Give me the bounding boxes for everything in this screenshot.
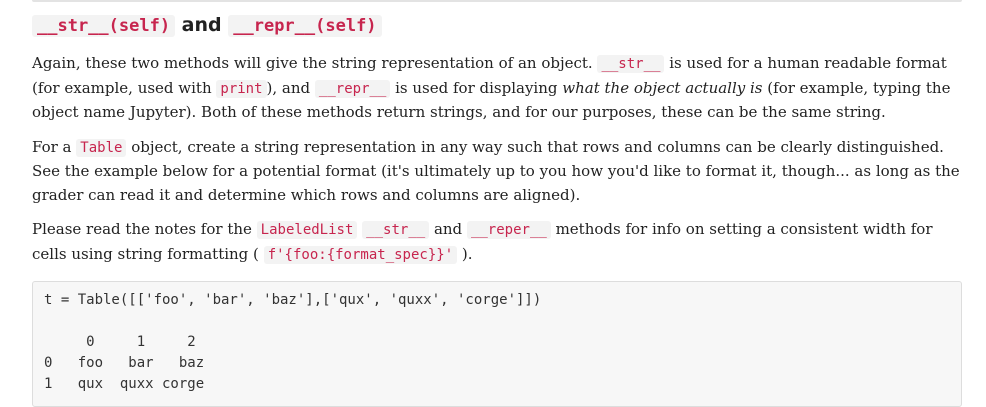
- heading-connector: and: [175, 14, 229, 36]
- inline-code-repr: __repr__: [314, 79, 391, 98]
- text: For a: [32, 137, 77, 156]
- inline-code-format-spec: f'{foo:{format_spec}}': [263, 245, 458, 264]
- paragraph-labeledlist-notes: Please read the notes for the LabeledLis…: [32, 218, 964, 267]
- inline-code-str: __str__: [362, 221, 430, 239]
- section-heading: __str__(self) and __repr__(self): [32, 10, 964, 40]
- str-method-code: __str__(self): [32, 15, 176, 37]
- paragraph-str-repr: Again, these two methods will give the s…: [32, 52, 964, 125]
- inline-code-table: Table: [76, 138, 127, 157]
- text: ), and: [266, 78, 315, 97]
- text: is used for a human readable format (for…: [32, 54, 947, 97]
- text: methods for info on setting a consistent…: [32, 220, 933, 263]
- text: Please read the notes for the: [32, 220, 257, 238]
- inline-code-print: print: [216, 79, 267, 98]
- paragraph-table-format: For a Table object, create a string repr…: [32, 136, 964, 208]
- inline-code-labeledlist: LabeledList: [256, 221, 358, 239]
- inline-code-str: __str__: [597, 55, 665, 73]
- document-content: __str__(self) and __repr__(self) Again, …: [32, 10, 964, 407]
- text: Again, these two methods will give the s…: [32, 54, 598, 72]
- text: (for example, typing the object name Jup…: [32, 78, 951, 122]
- text: is used for displaying: [390, 78, 563, 97]
- inline-code-reper: __reper__: [466, 221, 551, 239]
- emphasis-text: what the object actually is: [562, 78, 763, 97]
- top-divider: [32, 0, 962, 2]
- repr-method-code: __repr__(self): [228, 15, 382, 37]
- text: and: [429, 220, 467, 238]
- text: ).: [457, 244, 473, 263]
- code-example-block: t = Table([['foo', 'bar', 'baz'],['qux',…: [32, 281, 962, 407]
- text: object, create a string representation i…: [32, 137, 960, 204]
